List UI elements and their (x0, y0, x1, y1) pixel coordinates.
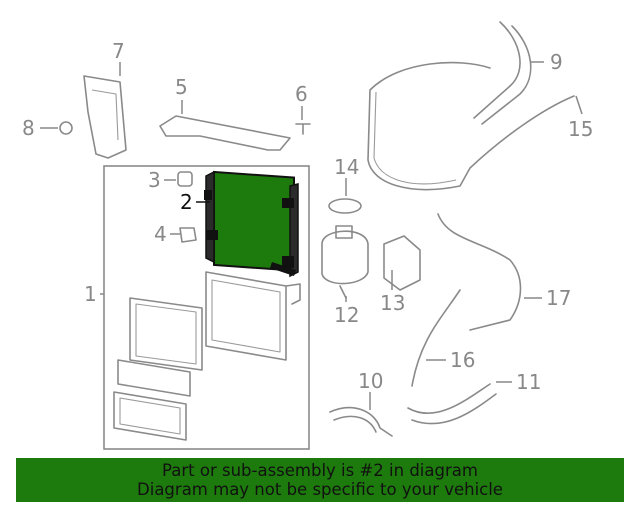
coolant-reservoir[interactable] (321, 225, 369, 299)
reservoir-cap[interactable] (328, 198, 362, 214)
reservoir-bracket[interactable] (383, 235, 421, 291)
air-deflector[interactable] (83, 75, 127, 159)
banner-line-2: Diagram may not be specific to your vehi… (137, 480, 503, 499)
coolant-tube[interactable] (411, 213, 522, 387)
callout-16: 16 (450, 348, 475, 372)
lower-hose-left[interactable] (329, 406, 393, 437)
callout-14: 14 (334, 155, 359, 179)
callout-11: 11 (516, 370, 541, 394)
banner-line-1: Part or sub-assembly is #2 in diagram (162, 461, 478, 480)
callout-12: 12 (334, 303, 359, 327)
callout-7: 7 (112, 39, 125, 63)
lower-hose-right[interactable] (407, 383, 497, 425)
callout-8: 8 (22, 116, 35, 140)
callout-17: 17 (546, 286, 571, 310)
callout-2: 2 (180, 190, 193, 214)
lower-insulator[interactable] (179, 227, 197, 243)
info-banner: Part or sub-assembly is #2 in diagram Di… (16, 458, 624, 502)
callout-15: 15 (568, 117, 593, 141)
overflow-hose[interactable] (367, 61, 575, 191)
callout-1: 1 (84, 282, 97, 306)
upper-insulator[interactable] (177, 171, 193, 187)
callout-13: 13 (380, 291, 405, 315)
callout-4: 4 (154, 222, 167, 246)
callout-9: 9 (550, 50, 563, 74)
condenser-assembly[interactable] (113, 271, 301, 441)
radiator-highlighted[interactable] (204, 170, 299, 278)
upper-hose[interactable] (473, 21, 532, 125)
callout-6: 6 (295, 82, 308, 106)
upper-shield[interactable] (159, 115, 291, 151)
clip[interactable] (59, 121, 73, 135)
callout-5: 5 (175, 75, 188, 99)
push-pin[interactable] (295, 123, 311, 135)
callout-10: 10 (358, 369, 383, 393)
callout-3: 3 (148, 168, 161, 192)
assembly-box (103, 165, 310, 450)
